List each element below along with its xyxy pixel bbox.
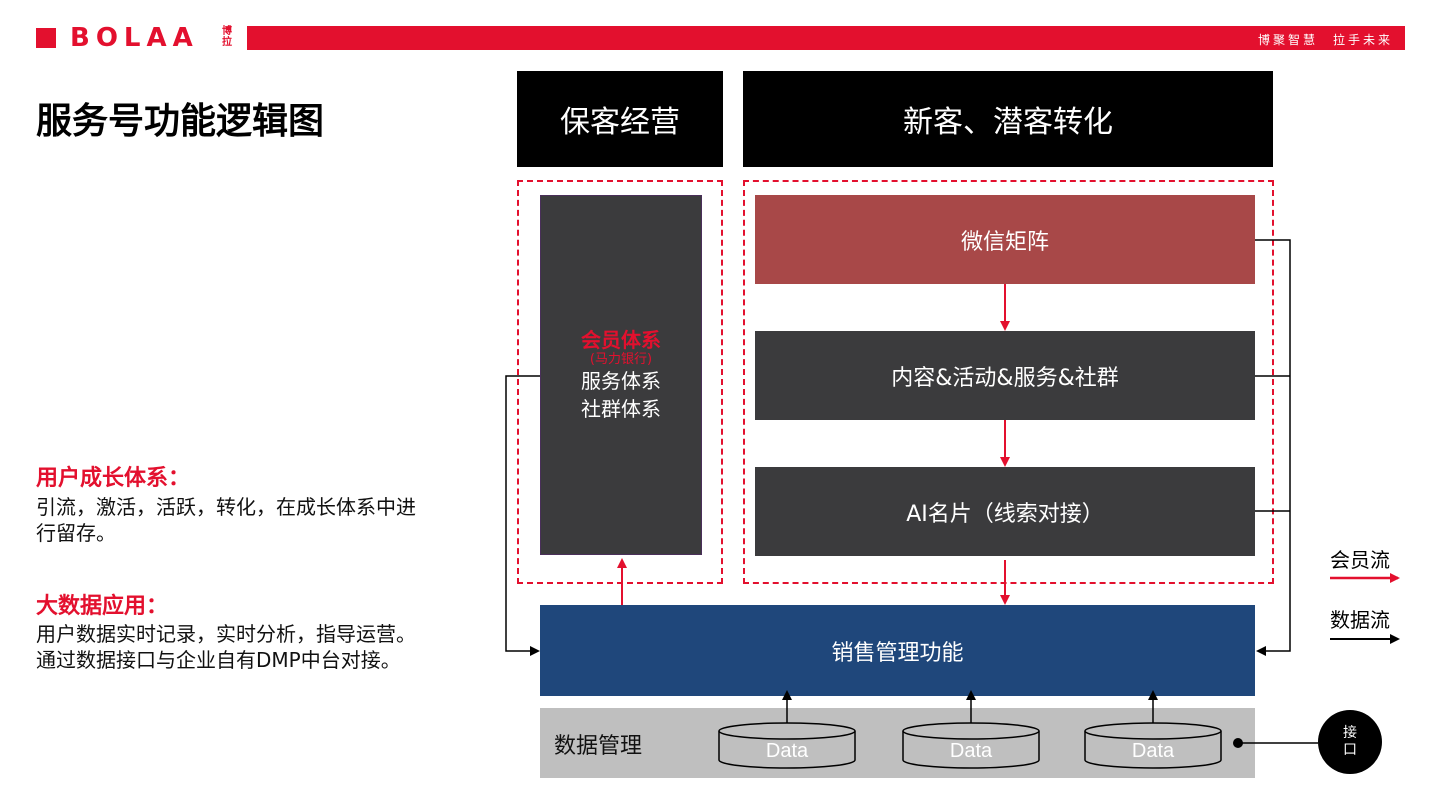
content-box: 内容&活动&服务&社群 bbox=[755, 331, 1255, 420]
slogan: 博聚智慧 拉手未来 bbox=[1257, 33, 1393, 47]
data-management-label: 数据管理 bbox=[554, 734, 643, 759]
connector-right-bus bbox=[1255, 239, 1291, 656]
growth-text: 引流，激活，活跃，转化，在成长体系中进行留存。 bbox=[36, 495, 416, 545]
logo: BOLAA bbox=[70, 23, 199, 53]
ai-card-box: AI名片（线索对接） bbox=[755, 467, 1255, 556]
data-label-2: Data bbox=[950, 740, 993, 762]
community-system-label: 社群体系 bbox=[581, 396, 661, 421]
data-label-1: Data bbox=[766, 740, 809, 762]
interface-label-2: 口 bbox=[1343, 742, 1357, 758]
conversion-group bbox=[743, 180, 1274, 584]
bigdata-text: 用户数据实时记录，实时分析，指导运营。通过数据接口与企业自有DMP中台对接。 bbox=[36, 622, 416, 672]
conversion-header: 新客、潜客转化 bbox=[743, 71, 1273, 167]
header-bar: 博聚智慧 拉手未来 bbox=[247, 26, 1405, 50]
data-label-3: Data bbox=[1132, 740, 1175, 762]
legend-member-flow: 会员流 bbox=[1330, 548, 1390, 572]
data-cylinder-2 bbox=[902, 722, 1040, 769]
wechat-matrix-box: 微信矩阵 bbox=[755, 195, 1255, 284]
growth-heading: 用户成长体系： bbox=[36, 466, 191, 491]
logo-cn: 博拉 bbox=[222, 26, 232, 48]
member-system-sub: (马力银行) bbox=[589, 351, 653, 367]
service-system-label: 服务体系 bbox=[581, 368, 661, 393]
data-cylinder-3 bbox=[1084, 722, 1222, 769]
interface-label-1: 接 bbox=[1343, 725, 1357, 741]
member-system-box: 会员体系 (马力银行) 服务体系 社群体系 bbox=[540, 195, 702, 555]
legend-data-flow: 数据流 bbox=[1330, 608, 1390, 632]
sales-management-box: 销售管理功能 bbox=[540, 605, 1255, 696]
interface-node: 接 口 bbox=[1318, 710, 1382, 774]
logo-square bbox=[36, 28, 56, 48]
retention-group bbox=[517, 180, 723, 584]
retention-header: 保客经营 bbox=[517, 71, 723, 167]
connector-member-to-sales bbox=[505, 375, 540, 656]
page-title: 服务号功能逻辑图 bbox=[36, 101, 325, 142]
member-system-label: 会员体系 bbox=[581, 327, 661, 352]
bigdata-heading: 大数据应用： bbox=[36, 594, 169, 619]
data-cylinder-1 bbox=[718, 722, 856, 769]
